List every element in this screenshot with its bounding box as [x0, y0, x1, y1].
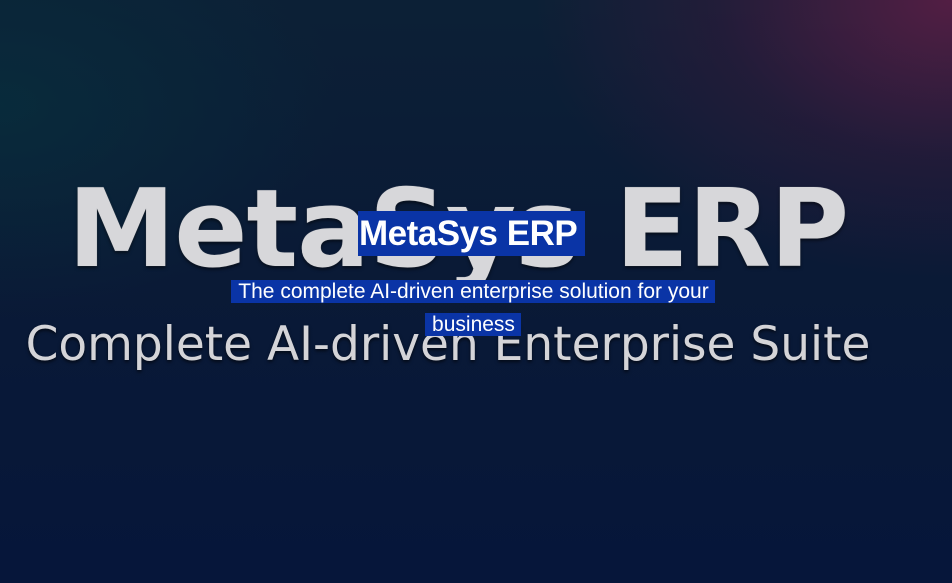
hero-subtitle-text[interactable]: The complete AI-driven enterprise soluti…	[231, 280, 715, 336]
hero-subtitle[interactable]: The complete AI-driven enterprise soluti…	[226, 275, 720, 341]
hero-title-text[interactable]: MetaSys ERP	[359, 214, 578, 253]
hero-title[interactable]: MetaSys ERP	[358, 211, 586, 256]
